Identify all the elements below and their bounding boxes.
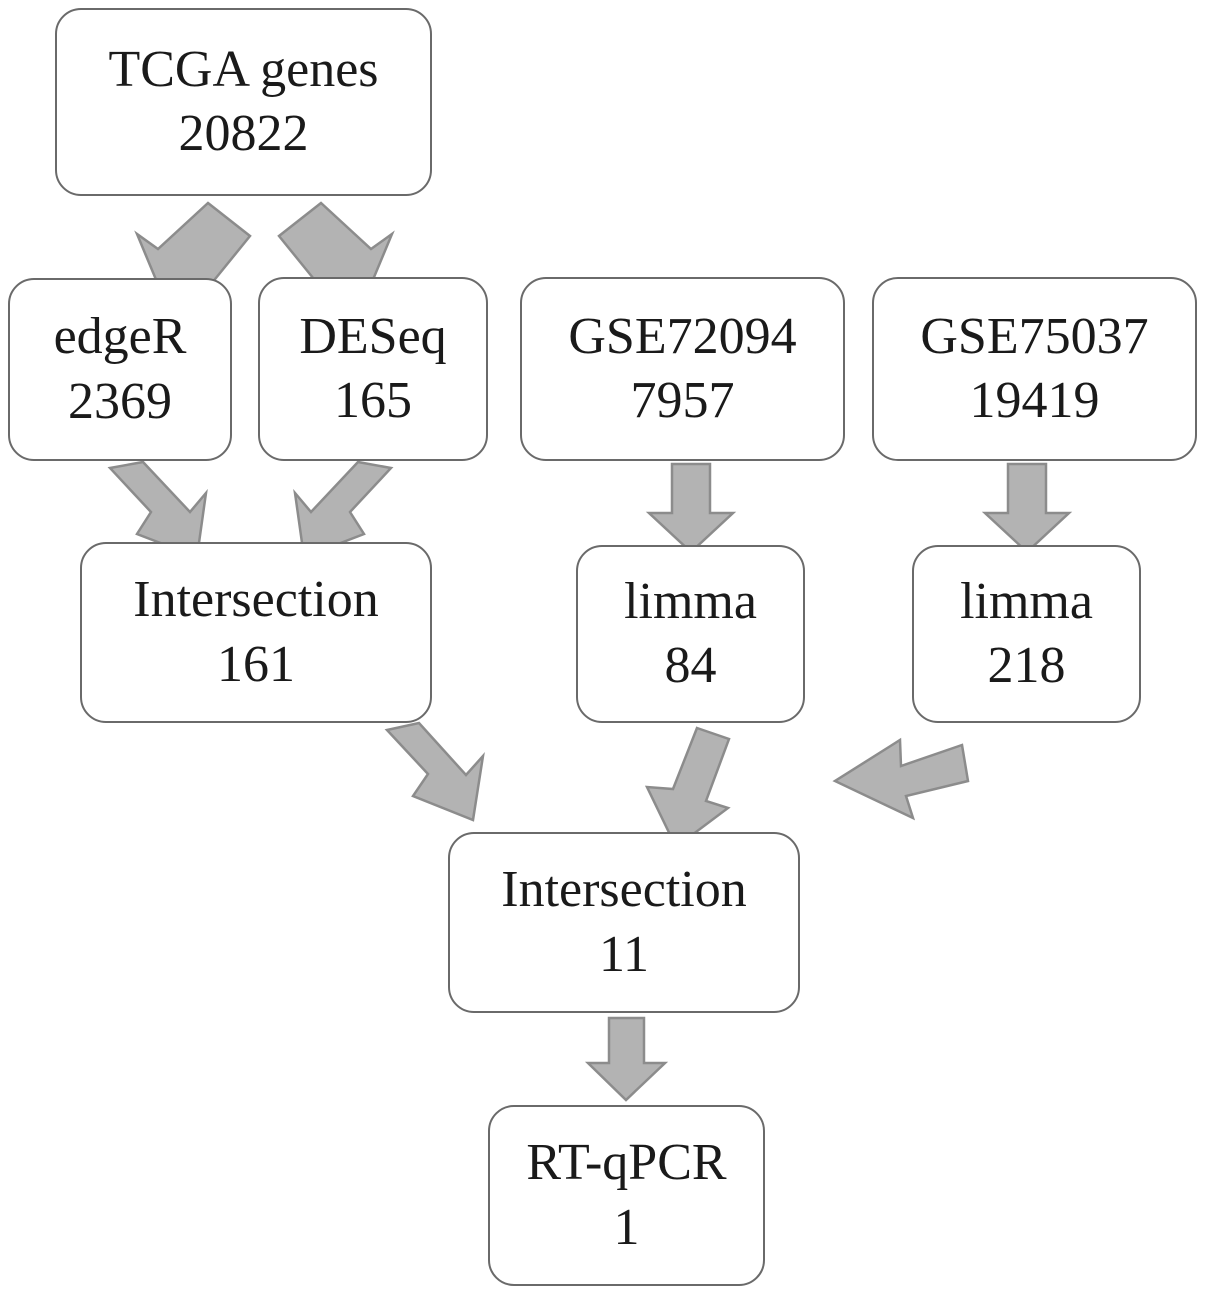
arrow-gse72094-to-limma84 (645, 462, 737, 554)
node-value: 84 (664, 637, 717, 694)
node-value: 1 (613, 1198, 640, 1256)
node-gse72094[interactable]: GSE72094 7957 (520, 277, 845, 461)
node-value: 165 (334, 372, 412, 429)
arrow-intersection11-to-rtqpcr (584, 1016, 669, 1102)
node-value: 20822 (178, 105, 309, 162)
node-label: TCGA genes (108, 40, 379, 98)
node-value: 19419 (969, 372, 1100, 429)
node-gse75037[interactable]: GSE75037 19419 (872, 277, 1197, 461)
arrow-limma218-to-intersection11 (832, 737, 970, 821)
node-value: 218 (987, 637, 1066, 694)
arrow-edger-to-intersection161 (107, 460, 208, 559)
node-label: RT-qPCR (526, 1134, 727, 1192)
node-value: 2369 (68, 372, 172, 430)
node-value: 7957 (630, 372, 735, 429)
arrow-gse75037-to-limma218 (981, 462, 1073, 554)
node-edger[interactable]: edgeR 2369 (8, 278, 232, 461)
node-limma-218[interactable]: limma 218 (912, 545, 1141, 723)
node-value: 11 (598, 925, 650, 983)
node-label: GSE72094 (568, 307, 797, 365)
arrow-limma84-to-intersection11 (644, 726, 731, 849)
node-limma-84[interactable]: limma 84 (576, 545, 805, 723)
node-tcga-genes[interactable]: TCGA genes 20822 (55, 8, 432, 196)
node-label: Intersection (501, 861, 747, 919)
node-label: limma (624, 572, 757, 630)
arrow-deseq-to-intersection161 (293, 460, 394, 559)
node-value: 161 (217, 635, 295, 693)
node-label: edgeR (53, 308, 187, 366)
arrow-intersection161-to-intersection11 (384, 721, 485, 822)
node-intersection-161[interactable]: Intersection 161 (80, 542, 432, 723)
node-label: DESeq (299, 307, 447, 365)
node-label: limma (960, 572, 1093, 630)
node-intersection-11[interactable]: Intersection 11 (448, 832, 800, 1013)
node-label: Intersection (133, 571, 379, 629)
node-label: GSE75037 (920, 307, 1149, 365)
node-deseq[interactable]: DESeq 165 (258, 277, 488, 461)
node-rt-qpcr[interactable]: RT-qPCR 1 (488, 1105, 765, 1286)
